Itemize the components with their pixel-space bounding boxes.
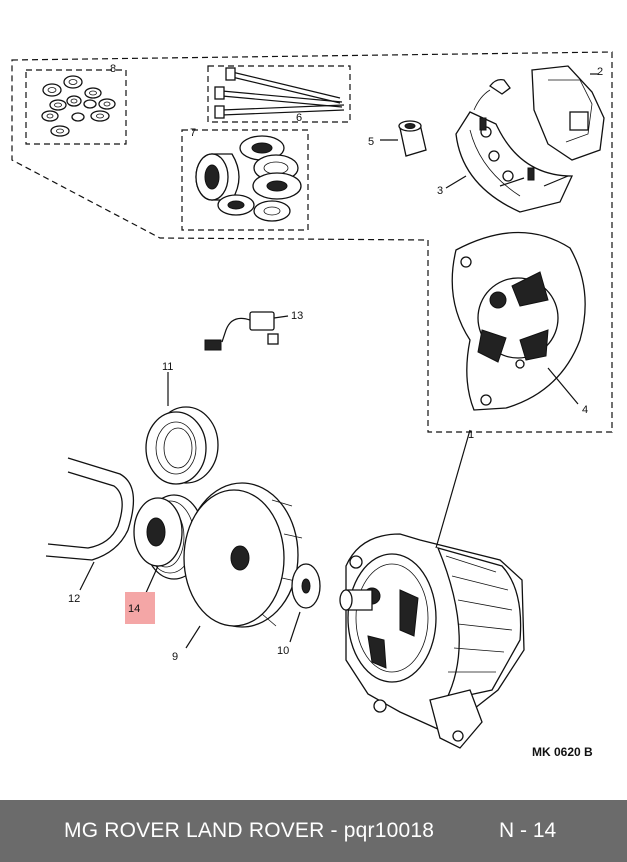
footer-title: MG ROVER LAND ROVER - pqr10018: [64, 819, 435, 842]
callout-9: 9: [172, 651, 178, 663]
callout-5: 5: [368, 136, 374, 148]
bush-part: [380, 120, 427, 157]
pulley-part: [145, 372, 219, 485]
washer-part: [289, 563, 321, 643]
drive-belt-part: [45, 457, 134, 591]
highlight-box: [125, 592, 155, 624]
drawing-reference: MK 0620 B: [532, 745, 593, 759]
end-cover-part: [451, 231, 586, 411]
callout-6: 6: [296, 112, 302, 124]
exploded-parts-diagram: 8 2 6 7 5 3 13 11 4 1 12 14 10 9 MK 0620…: [11, 51, 613, 759]
kit-boundary: [11, 51, 613, 433]
kit-box-8: [25, 69, 127, 145]
through-bolts-part: [214, 67, 345, 119]
callout-14: 14: [128, 603, 140, 615]
callout-4: 4: [582, 404, 588, 416]
regulator-part: [473, 65, 605, 161]
fan-part: [183, 482, 303, 649]
callout-12: 12: [68, 593, 80, 605]
rectifier-part: [445, 111, 574, 213]
alternator-part: [339, 429, 525, 749]
kit-box-7: [181, 129, 309, 231]
callout-3: 3: [437, 185, 443, 197]
footer-page-label: N - 14: [499, 819, 557, 842]
callout-11: 11: [162, 361, 173, 373]
nuts-washers-part: [41, 75, 116, 137]
callout-7: 7: [190, 127, 196, 139]
footer-bar: MG ROVER LAND ROVER - pqr10018 N - 14: [0, 800, 627, 862]
callout-2: 2: [597, 66, 603, 78]
callout-13: 13: [291, 310, 303, 322]
kit-box-6: [207, 65, 351, 123]
bearings-kit-part: [195, 135, 302, 222]
callout-8: 8: [110, 63, 116, 75]
callout-10: 10: [277, 645, 289, 657]
callout-1: 1: [468, 429, 474, 441]
suppressor-part: [204, 311, 289, 351]
